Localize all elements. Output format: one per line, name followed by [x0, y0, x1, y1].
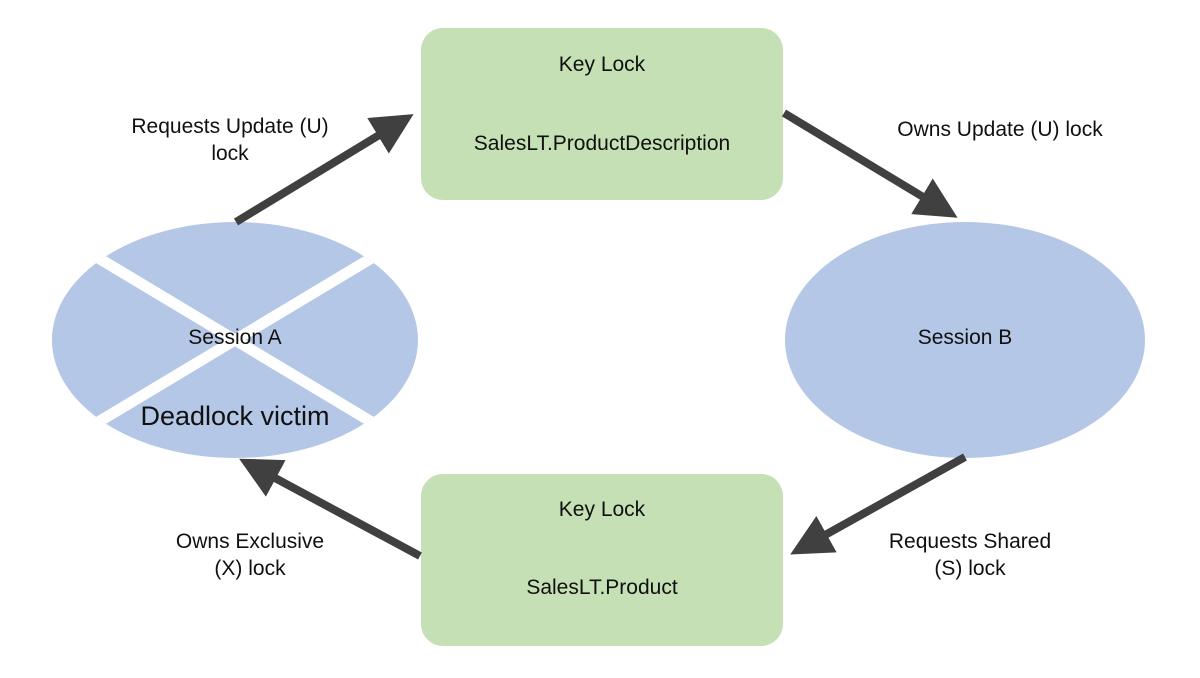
session-b-ellipse	[785, 222, 1145, 458]
edge-a-requests-u-arrow	[233, 114, 414, 226]
lock-bottom-title: Key Lock	[558, 498, 646, 521]
edge-b-requests-s-arrow	[790, 453, 967, 555]
lock-bottom-resource: SalesLT.Product	[526, 576, 678, 599]
edge-label-b-owns-u: Owns Update (U) lock	[897, 118, 1103, 141]
node-session-a[interactable]	[52, 222, 418, 458]
edge-label-b-requests-s: Requests Shared (S) lock	[888, 530, 1052, 581]
edge-b-owns-u-arrow	[781, 109, 958, 218]
lock-top-rect	[421, 28, 783, 200]
session-a-victim-label: Deadlock victim	[140, 401, 330, 431]
lock-bottom-rect	[421, 474, 783, 646]
deadlock-victim-cross-icon	[57, 230, 413, 450]
lock-top-resource: SalesLT.ProductDescription	[473, 132, 731, 155]
edge-a-owns-x-arrow	[239, 458, 422, 560]
session-a-label: Session A	[188, 326, 282, 349]
lock-top-title: Key Lock	[558, 53, 646, 76]
session-b-label: Session B	[917, 326, 1013, 349]
node-session-b[interactable]	[785, 222, 1145, 458]
node-lock-top[interactable]	[421, 28, 783, 200]
edge-label-a-requests-u: Requests Update (U) lock	[131, 115, 329, 166]
edge-label-a-owns-x: Owns Exclusive (X) lock	[175, 530, 325, 581]
node-lock-bottom[interactable]	[421, 474, 783, 646]
